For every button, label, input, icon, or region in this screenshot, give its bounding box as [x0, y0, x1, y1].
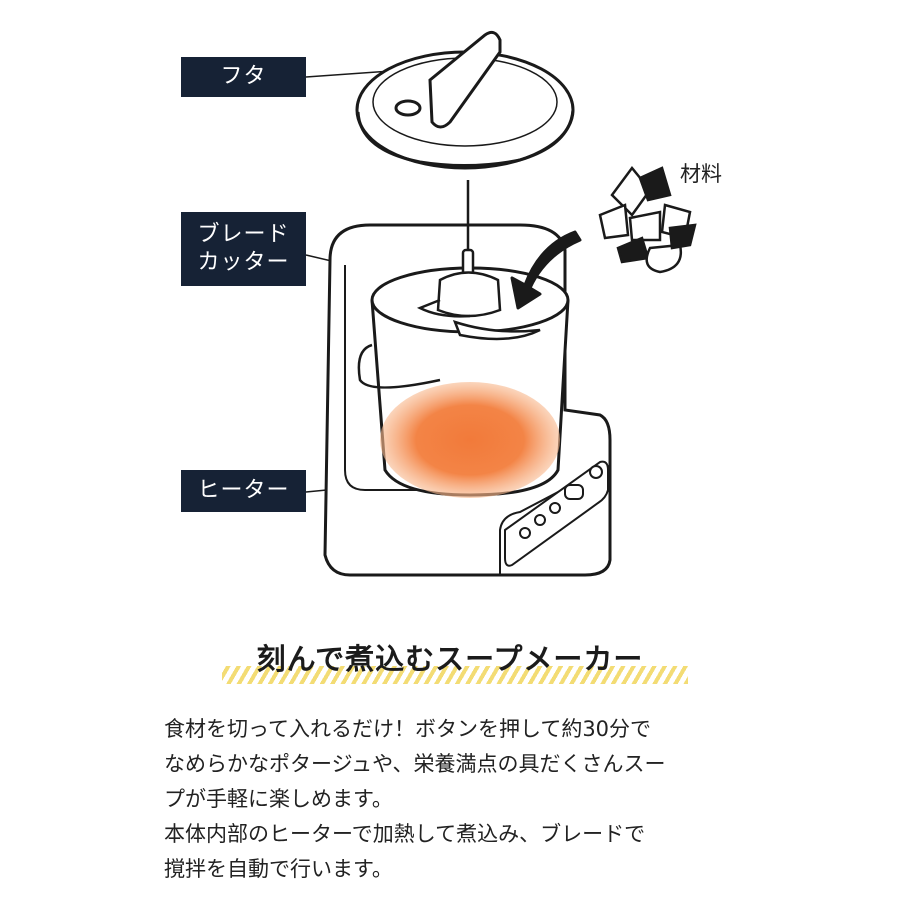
headline: 刻んで煮込むスープメーカー — [256, 642, 644, 676]
headline-block: 刻んで煮込むスープメーカー — [0, 628, 900, 688]
lid — [355, 30, 575, 170]
description-line: なめらかなポタージュや、栄養満点の具だくさんスー — [164, 752, 666, 776]
heater-glow — [380, 382, 560, 498]
lid-handle-icon — [428, 30, 502, 129]
description: 食材を切って入れるだけ！ボタンを押して約30分で なめらかなポタージュや、栄養満… — [164, 712, 764, 887]
blade-cutter-icon — [416, 180, 541, 341]
label-heater: ヒーター — [181, 470, 306, 512]
control-panel — [504, 460, 609, 567]
label-lid: フタ — [181, 57, 306, 97]
label-blade-cutter: ブレード カッター — [181, 212, 306, 286]
description-line: 本体内部のヒーターで加熱して煮込み、ブレードで — [164, 822, 646, 846]
soup-maker-diagram — [305, 30, 697, 577]
label-ingredients: 材料 — [680, 162, 722, 186]
headline-stripe — [222, 666, 688, 684]
description-line: 撹拌を自動で行います。 — [164, 857, 393, 881]
arrow-icon — [510, 230, 582, 310]
description-line: プが手軽に楽しめます。 — [164, 787, 393, 811]
ingredients-icon — [598, 165, 697, 274]
description-line: 食材を切って入れるだけ！ボタンを押して約30分で — [164, 717, 652, 741]
